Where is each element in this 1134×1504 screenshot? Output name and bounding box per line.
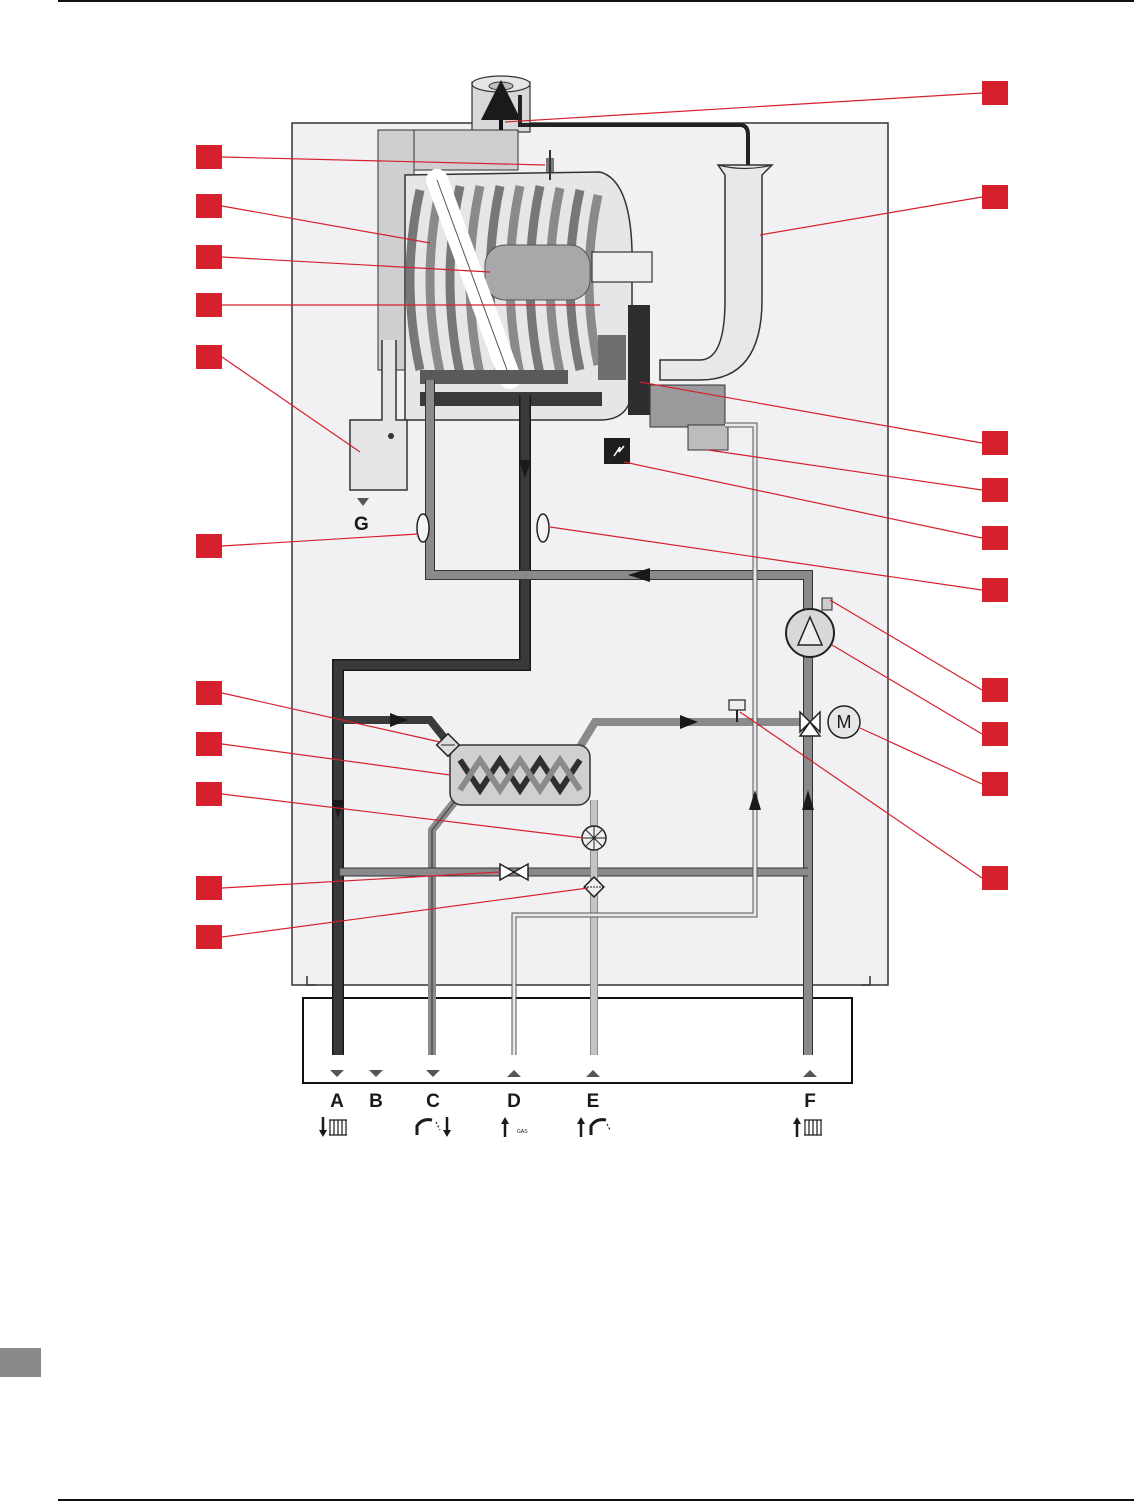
gas-valve bbox=[649, 384, 726, 428]
heat-exchanger bbox=[404, 150, 653, 421]
fan bbox=[628, 305, 650, 415]
callout-marker bbox=[196, 293, 222, 317]
callout-marker bbox=[196, 534, 222, 558]
connection-flow-markers bbox=[330, 1070, 817, 1077]
casing-bracket-right bbox=[861, 976, 871, 986]
burner-neck bbox=[591, 251, 653, 283]
connection-c-label: C bbox=[426, 1091, 440, 1112]
connection-e-label: E bbox=[587, 1091, 600, 1112]
connection-b-label: B bbox=[369, 1091, 383, 1112]
nt-sensor-return bbox=[416, 513, 430, 543]
connection-a-label: A bbox=[330, 1091, 344, 1112]
callout-marker bbox=[196, 876, 222, 900]
callout-leaders bbox=[221, 92, 983, 938]
diverter-valve: M bbox=[798, 705, 861, 739]
callout-marker bbox=[196, 194, 222, 218]
exchanger-manifold-bottom bbox=[420, 392, 602, 406]
dhw-plate-heat-exchanger bbox=[449, 744, 591, 806]
dhw-flow-turbine bbox=[581, 825, 607, 851]
gas-icon-text: GAS bbox=[517, 1129, 528, 1135]
flow-arrows bbox=[332, 460, 814, 818]
cold-water-tap-in-icon bbox=[577, 1117, 611, 1137]
page-tab bbox=[0, 1348, 41, 1377]
callout-marker bbox=[196, 732, 222, 756]
callout-marker bbox=[982, 866, 1008, 890]
condensate-trap: G bbox=[349, 340, 408, 535]
auto-air-vent bbox=[821, 597, 833, 611]
connection-f-label: F bbox=[804, 1091, 816, 1112]
connection-d-label: D bbox=[507, 1091, 521, 1112]
hot-water-tap-out-icon bbox=[415, 1117, 451, 1137]
flue-assembly bbox=[377, 75, 759, 371]
flow-sensor bbox=[435, 732, 461, 758]
callout-markers bbox=[196, 81, 1008, 949]
exchanger-manifold-top bbox=[420, 370, 568, 384]
connection-icons: GAS bbox=[319, 1117, 822, 1137]
drop-icon bbox=[388, 433, 394, 439]
callout-marker bbox=[196, 145, 222, 169]
callout-marker bbox=[982, 722, 1008, 746]
callout-marker bbox=[196, 925, 222, 949]
callout-marker bbox=[982, 431, 1008, 455]
connection-labels: A B C D E F bbox=[330, 1091, 816, 1112]
callout-marker bbox=[196, 782, 222, 806]
pressure-sensor bbox=[728, 699, 746, 722]
callout-marker bbox=[982, 678, 1008, 702]
gas-valve-coils bbox=[687, 424, 729, 451]
spark-icon bbox=[613, 445, 625, 457]
pipework bbox=[332, 380, 813, 1055]
components: M bbox=[416, 513, 861, 898]
condensate-outlet-label: G bbox=[354, 514, 369, 535]
motor-label: M bbox=[837, 712, 852, 732]
callout-marker bbox=[982, 81, 1008, 105]
fan-gas-valve-assembly bbox=[598, 305, 729, 464]
callout-marker bbox=[982, 185, 1008, 209]
callout-marker bbox=[196, 345, 222, 369]
callout-marker bbox=[982, 772, 1008, 796]
radiator-flow-out-icon bbox=[319, 1117, 347, 1137]
burner bbox=[484, 244, 591, 301]
callout-marker bbox=[982, 478, 1008, 502]
pump bbox=[785, 597, 835, 658]
callout-marker bbox=[982, 526, 1008, 550]
air-intake-duct bbox=[659, 164, 774, 381]
connection-box bbox=[302, 997, 853, 1084]
casing-bracket-left bbox=[306, 976, 316, 986]
callout-marker bbox=[982, 578, 1008, 602]
callout-marker bbox=[196, 681, 222, 705]
diverter-motor bbox=[827, 705, 861, 739]
nt-sensor-flow bbox=[536, 513, 550, 543]
radiator-return-in-icon bbox=[793, 1117, 822, 1137]
gas-inlet-icon: GAS bbox=[501, 1117, 528, 1137]
dhw-primary-flow bbox=[340, 716, 454, 748]
electrode-block bbox=[598, 335, 626, 380]
callout-marker bbox=[196, 245, 222, 269]
cold-water-filter bbox=[583, 876, 605, 898]
